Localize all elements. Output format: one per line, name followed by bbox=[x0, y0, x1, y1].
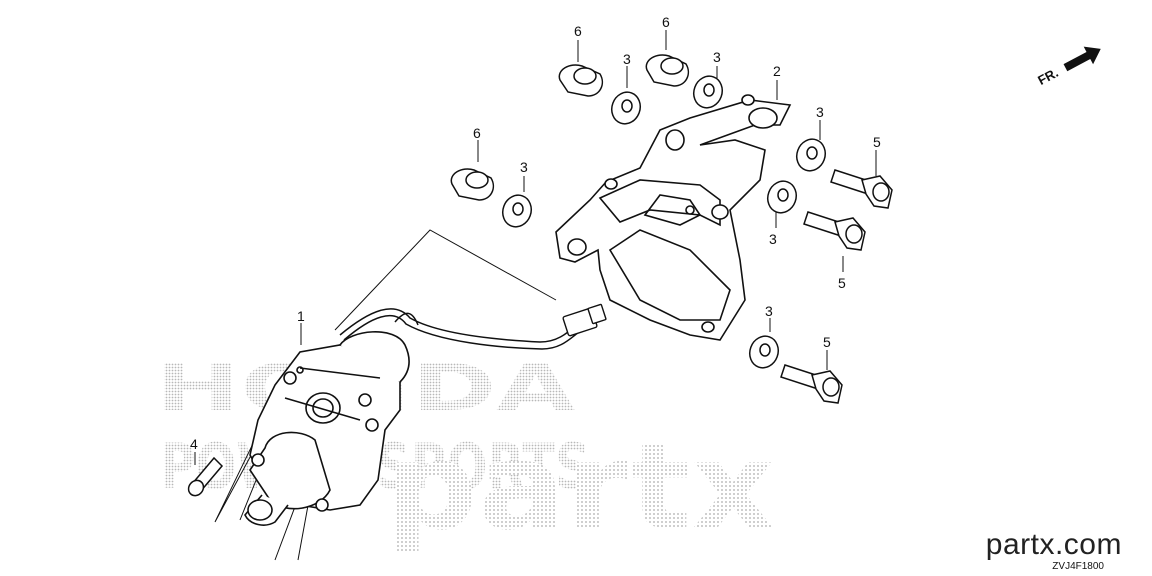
washer bbox=[502, 75, 826, 369]
callout-3: 3 bbox=[816, 104, 824, 120]
wire-harness bbox=[339, 308, 583, 350]
callout-5: 5 bbox=[823, 334, 831, 350]
collar bbox=[450, 54, 690, 201]
callout-4: 4 bbox=[190, 436, 198, 452]
front-arrow-icon bbox=[1063, 46, 1101, 72]
small-bolt bbox=[187, 456, 224, 497]
callout-6: 6 bbox=[473, 125, 481, 141]
callout-3: 3 bbox=[713, 49, 721, 65]
callout-3: 3 bbox=[769, 231, 777, 247]
connector bbox=[562, 303, 607, 337]
bracket bbox=[555, 94, 792, 341]
callout-6: 6 bbox=[662, 14, 670, 30]
watermark-partx: partx bbox=[385, 418, 775, 557]
callout-5: 5 bbox=[838, 275, 846, 291]
diagram-code: ZVJ4F1800 bbox=[1052, 561, 1104, 572]
callout-3: 3 bbox=[520, 159, 528, 175]
front-indicator: FR. bbox=[1035, 46, 1101, 88]
callout-2: 2 bbox=[773, 63, 781, 79]
callouts: 1 2 3 3 3 3 3 3 4 5 5 5 6 6 6 bbox=[190, 14, 881, 452]
actuator-motor bbox=[244, 331, 410, 526]
callout-3: 3 bbox=[765, 303, 773, 319]
brand-link[interactable]: partx.com bbox=[985, 528, 1122, 561]
front-indicator-label: FR. bbox=[1035, 65, 1061, 88]
callout-3: 3 bbox=[623, 51, 631, 67]
callout-5: 5 bbox=[873, 134, 881, 150]
bolt bbox=[780, 169, 893, 404]
callout-1: 1 bbox=[297, 308, 305, 324]
callout-6: 6 bbox=[574, 23, 582, 39]
